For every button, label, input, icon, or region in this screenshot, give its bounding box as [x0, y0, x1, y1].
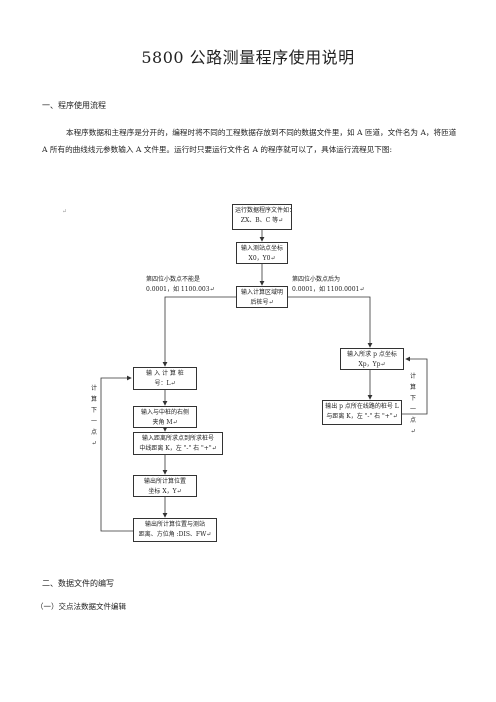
flow-box-text: X0，Y0↵ — [248, 255, 276, 262]
flow-box-text: 输出 p 点所在线路的桩号 L — [325, 403, 399, 410]
paragraph-mark: ↵ — [62, 208, 68, 215]
flow-box-text: 输入与中桩的右侧 — [140, 409, 189, 416]
flow-right-loop-label: 计算下一点↵ — [409, 373, 416, 435]
flow-note-text: 第四位小数点不能是 — [146, 276, 201, 283]
flow-box-station-coords: 输入测站点坐标 X0，Y0↵ — [236, 242, 288, 264]
flow-box-output-distance: 输出所计算位置与测站 距离、方位角 :DIS、FW↵ — [133, 518, 217, 542]
flow-box-text: 运行数据程序文件如： — [235, 207, 296, 214]
flow-left-loop-label: 计算下一点↵ — [90, 385, 97, 447]
flow-box-text: 号：L↵ — [154, 380, 176, 387]
flow-box-text: 输 入 计 算 桩 — [146, 370, 184, 377]
flow-box-input-angle: 输入与中桩的右侧 夹角 M↵ — [133, 406, 197, 428]
flow-box-text: 中线距离 K，左 "-" 右 "+"↵ — [139, 445, 217, 452]
flow-box-run-program: 运行数据程序文件如： ZX、B、C 等↵ — [232, 204, 296, 230]
flow-note-text: 0.0001，如 1100.003↵ — [146, 286, 215, 293]
document-title: 5800 公路测量程序使用说明 — [141, 48, 355, 67]
flow-box-text: 输入测站点坐标 — [240, 245, 283, 252]
flow-right-branch-note: 第四位小数点后为 0.0001，如 1100.0001↵ — [292, 275, 364, 295]
flow-box-text: 坐标 X，Y↵ — [148, 488, 182, 495]
flow-box-output-p-station: 输出 p 点所在线路的桩号 L 与距离 K，左 "-" 右 "+"↵ — [322, 400, 402, 425]
flow-box-text: 与距离 K，左 "-" 右 "+"↵ — [326, 413, 398, 420]
flow-left-branch-note: 第四位小数点不能是 0.0001，如 1100.003↵ — [146, 275, 215, 295]
flow-note-text: 0.0001，如 1100.0001↵ — [292, 286, 365, 293]
flow-box-text: 后桩号↵ — [250, 299, 274, 306]
flow-box-text: ZX、B、C 等↵ — [240, 217, 284, 224]
flow-box-text: 输入所求 p 点坐标 — [347, 351, 397, 358]
flow-box-text: 输入计算区域明 — [240, 289, 283, 296]
flow-box-text: Xp，Yp↵ — [358, 361, 386, 368]
flow-box-input-station: 输 入 计 算 桩 号：L↵ — [133, 367, 197, 390]
subsection-heading-1: （一）交点法数据文件编辑 — [36, 602, 126, 611]
flow-box-text: 输出所计算位置 — [143, 478, 186, 485]
flow-box-text: 距离、方位角 :DIS、FW↵ — [138, 531, 212, 538]
section-heading-2: 二、数据文件的编写 — [42, 579, 114, 588]
flow-box-text: 输出所计算位置与测站 — [144, 521, 205, 528]
intro-paragraph: 本程序数据和主程序是分开的，编程时将不同的工程数据存放到不同的数据文件里，如 A… — [42, 128, 457, 154]
flow-box-input-p-coords: 输入所求 p 点坐标 Xp，Yp↵ — [340, 348, 404, 370]
flow-note-text: 第四位小数点后为 — [292, 276, 341, 283]
flow-box-text: 夹角 M↵ — [152, 419, 178, 426]
section-heading-1: 一、程序使用流程 — [42, 101, 106, 110]
flow-box-calc-range: 输入计算区域明 后桩号↵ — [236, 286, 288, 308]
flow-box-text: 输入距离所求点到所求桩号 — [141, 435, 214, 442]
flow-box-output-coords: 输出所计算位置 坐标 X，Y↵ — [133, 475, 197, 497]
flow-box-input-offset: 输入距离所求点到所求桩号 中线距离 K，左 "-" 右 "+"↵ — [133, 432, 223, 455]
